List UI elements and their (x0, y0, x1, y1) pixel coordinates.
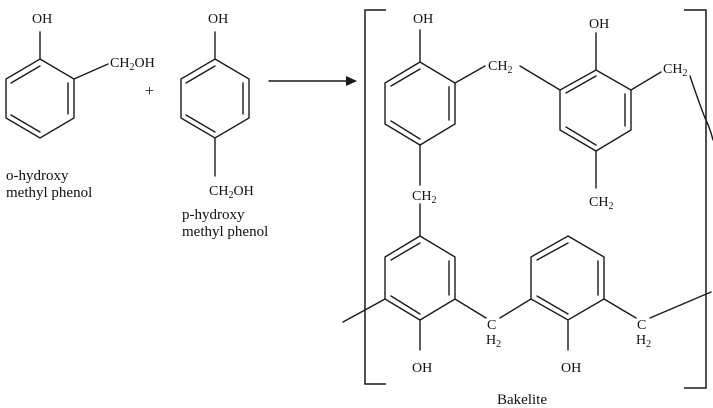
c-label-bridge-bottom: C (487, 318, 496, 333)
ch2oh-label-r1: CH2OH (110, 56, 155, 73)
bridge-bottom-left (454, 298, 487, 319)
ch2-label-bridge-top: CH2 (488, 59, 512, 76)
oh-label-ring-b: OH (589, 17, 609, 32)
reaction-arrow (268, 76, 357, 86)
reactant1-name-line1: o-hydroxy (6, 168, 69, 184)
oh-label-r2: OH (208, 12, 228, 27)
benzene-ring-r2 (180, 58, 250, 139)
polymer-continuation-top-right (689, 75, 713, 141)
benzene-ring-a (384, 61, 456, 146)
oh-label-ring-a: OH (413, 12, 433, 27)
right-bracket (684, 9, 707, 389)
ch2-label-top-right: CH2 (663, 62, 687, 79)
bridge-top-left (454, 65, 486, 84)
ch2-label-vertical-link: CH2 (412, 189, 436, 206)
ch2oh-bond-r1 (73, 63, 109, 80)
plus-sign: + (145, 83, 154, 100)
bridge-top-right (519, 65, 561, 91)
oh-label-r1: OH (32, 12, 52, 27)
h2-label-bridge-bottom: H2 (486, 333, 501, 350)
polymer-continuation-left (342, 298, 386, 323)
left-bracket (364, 9, 386, 385)
reactant-p-hydroxy-methyl-phenol: OH CH2OH p-hydroxy methyl phenol (180, 12, 268, 240)
ch2-bond-bottom-right (603, 298, 637, 319)
reactant2-name-line2: methyl phenol (182, 224, 268, 240)
polymer-continuation-bottom-right (649, 291, 712, 319)
bridge-bottom-right (499, 298, 532, 319)
ch2-bond-top-right (630, 71, 662, 91)
benzene-ring-r1 (5, 58, 75, 139)
product-name: Bakelite (497, 392, 547, 408)
ch2-label-ring-b-bottom: CH2 (589, 195, 613, 212)
product-bakelite: OH CH2 OH CH2 CH2 CH2 (342, 9, 713, 408)
reactant2-name-line1: p-hydroxy (182, 207, 245, 223)
h2-label-bottom-right: H2 (636, 333, 651, 350)
benzene-ring-d (530, 235, 605, 321)
ch2oh-label-r2: CH2OH (209, 184, 254, 201)
benzene-ring-c (384, 235, 456, 321)
oh-label-ring-c: OH (412, 361, 432, 376)
oh-label-ring-d: OH (561, 361, 581, 376)
reactant-o-hydroxy-methyl-phenol: OH CH2OH o-hydroxy methyl phenol (5, 12, 155, 201)
benzene-ring-b (559, 69, 632, 152)
c-label-bottom-right: C (637, 318, 646, 333)
reactant1-name-line2: methyl phenol (6, 185, 92, 201)
